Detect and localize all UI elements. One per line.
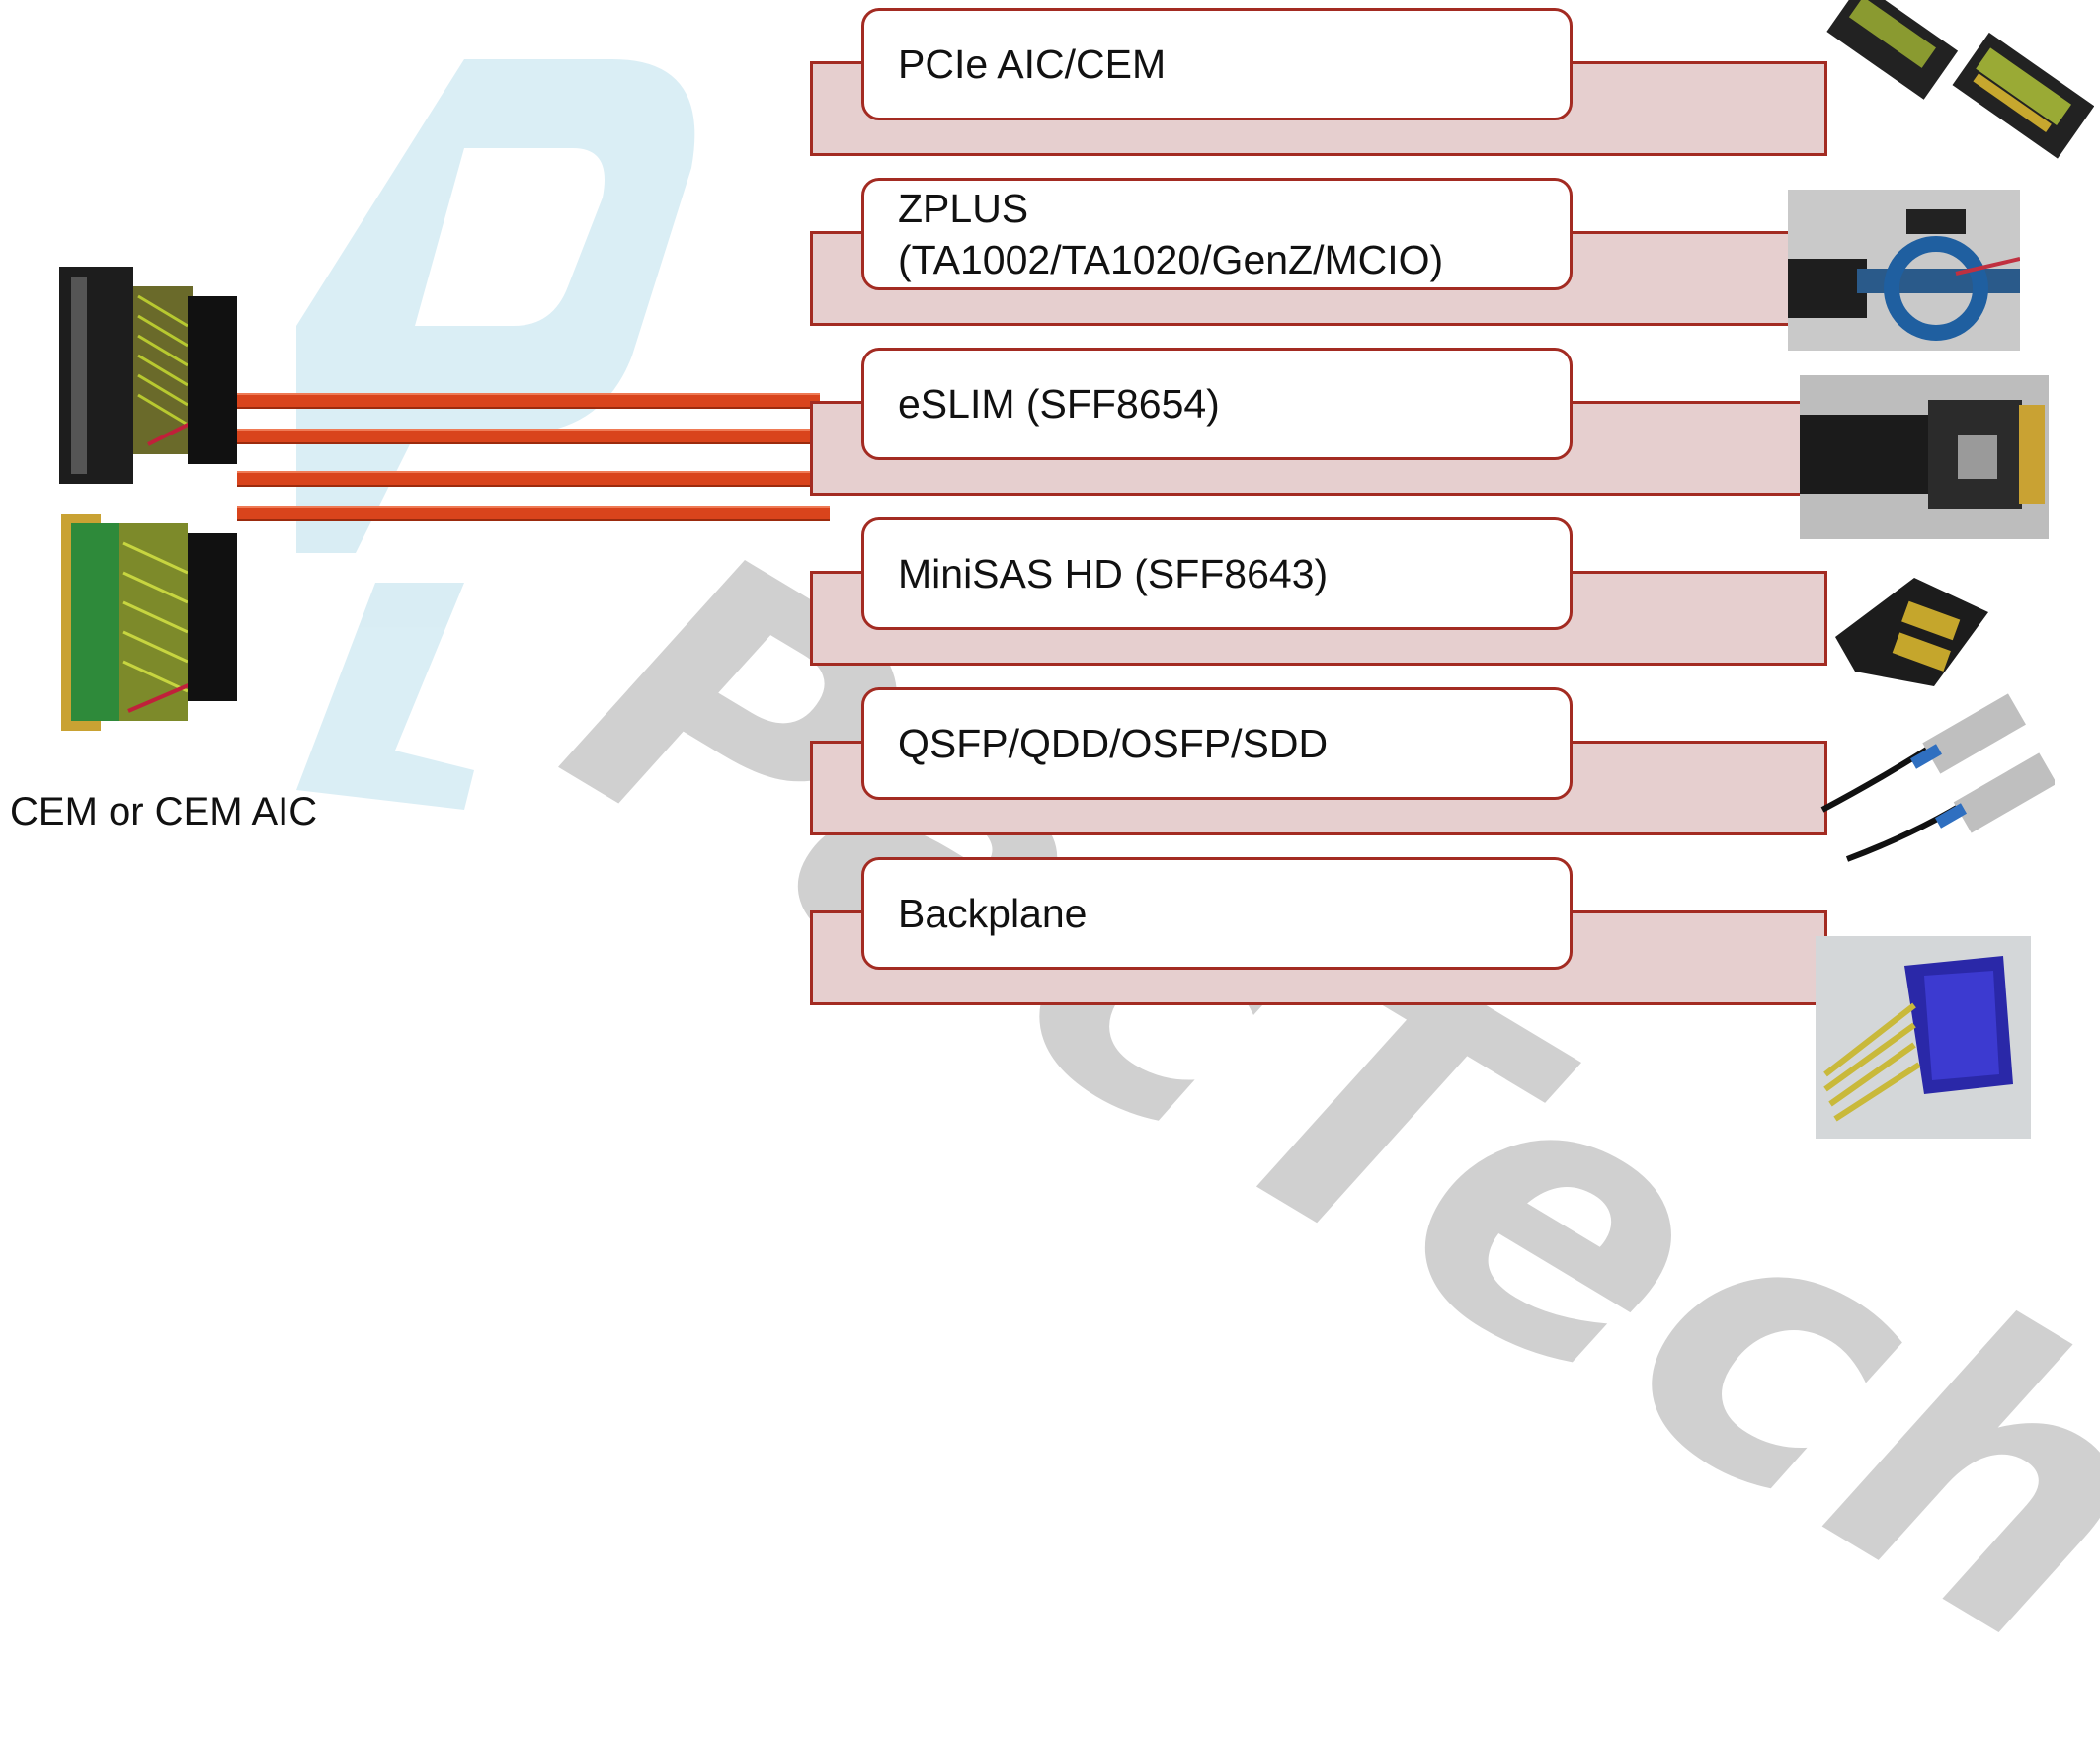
connector-type-label: MiniSAS HD (SFF8643): [898, 551, 1329, 596]
connector-type-box: ZPLUS (TA1002/TA1020/GenZ/MCIO): [861, 178, 1573, 290]
qsfp-cable-image: [1820, 693, 2055, 862]
connector-type-box: PCIe AIC/CEM: [861, 8, 1573, 120]
cem-connector-image: [59, 267, 237, 731]
connector-type-box: MiniSAS HD (SFF8643): [861, 517, 1573, 630]
connector-type-label: ZPLUS (TA1002/TA1020/GenZ/MCIO): [898, 186, 1444, 282]
cable-3: [237, 471, 815, 487]
pcie-cem-connector-image: [1826, 0, 2094, 159]
connector-type-label: QSFP/QDD/OSFP/SDD: [898, 721, 1329, 766]
connector-type-label: PCIe AIC/CEM: [898, 41, 1167, 87]
cable-2: [237, 429, 815, 444]
cable-1: [237, 393, 820, 409]
connector-type-box: QSFP/QDD/OSFP/SDD: [861, 687, 1573, 800]
connector-type-box: Backplane: [861, 857, 1573, 970]
cable-4: [237, 506, 830, 521]
minisas-hd-connector-image: [1835, 578, 1988, 686]
backplane-connector-image: [1816, 936, 2031, 1139]
eslim-connector-image: [1800, 375, 2049, 539]
connector-type-label: Backplane: [898, 891, 1088, 936]
zplus-connector-image: [1788, 190, 2020, 351]
connector-type-label: eSLIM (SFF8654): [898, 381, 1220, 427]
cem-label: CEM or CEM AIC: [10, 790, 318, 833]
connector-type-box: eSLIM (SFF8654): [861, 348, 1573, 460]
